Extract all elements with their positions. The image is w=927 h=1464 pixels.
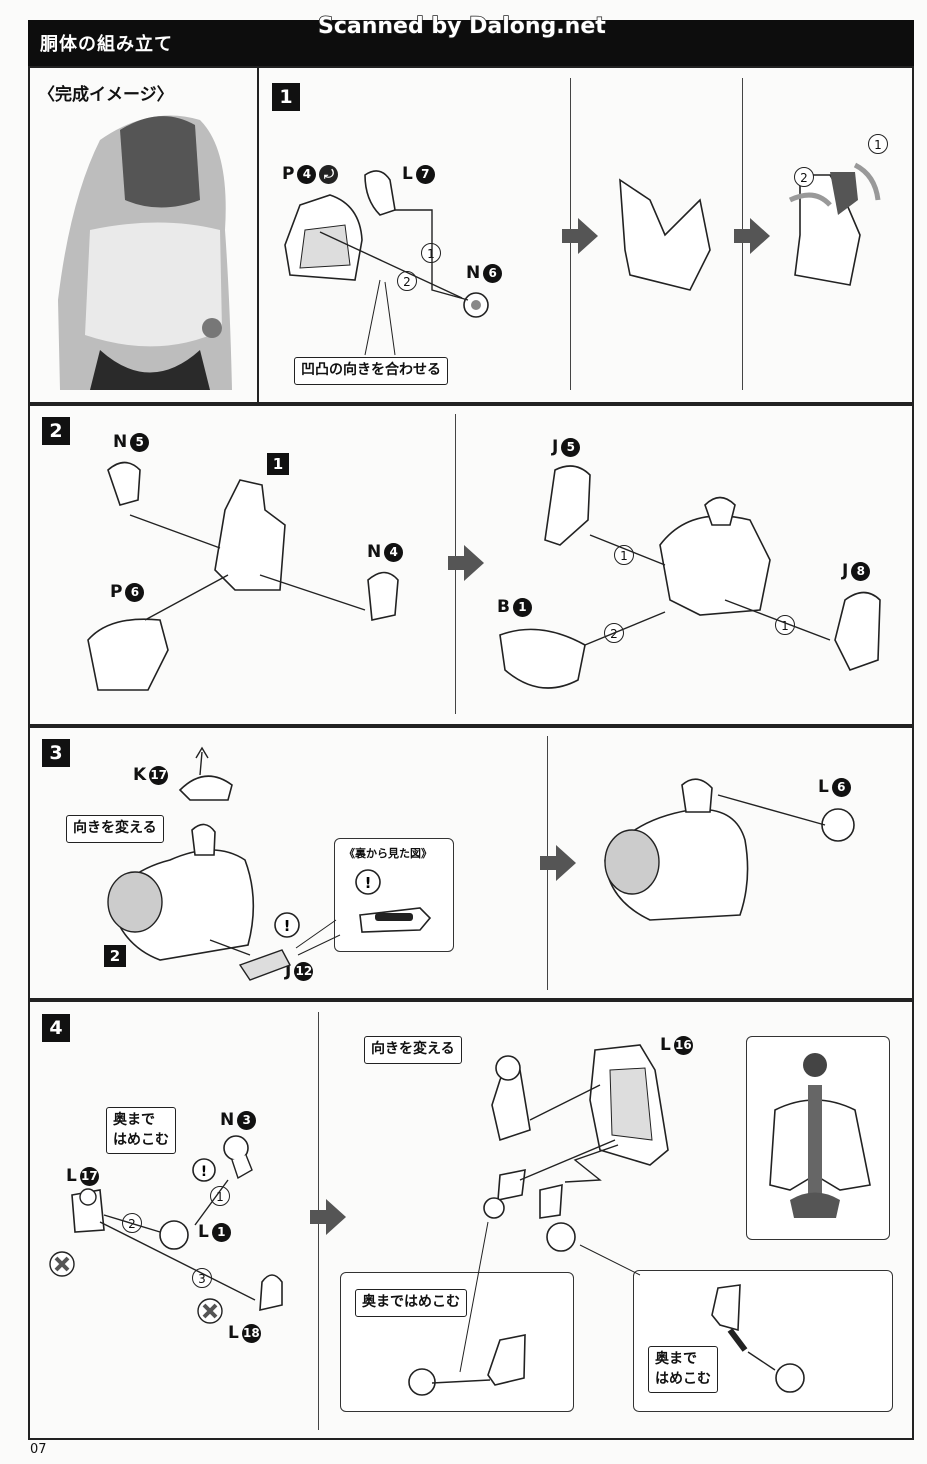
step-number: 4 — [42, 1014, 70, 1042]
change-direction-note: 向きを変える — [66, 815, 164, 843]
push-in-note: 奥まで はめこむ — [648, 1346, 718, 1394]
change-direction-note: 向きを変える — [364, 1036, 462, 1064]
flow-arrow — [464, 545, 484, 581]
flow-arrow — [326, 1199, 346, 1235]
step-ref-badge: 1 — [267, 453, 289, 475]
order-marker: 1 — [421, 243, 441, 263]
step-3-frame — [28, 726, 914, 1000]
flow-arrow — [750, 218, 770, 254]
order-marker: 2 — [794, 167, 814, 187]
flow-arrow — [556, 845, 576, 881]
divider — [257, 66, 259, 404]
flow-arrow — [734, 229, 750, 243]
page-number: 07 — [30, 1442, 47, 1457]
flow-arrow — [540, 856, 556, 870]
step-number: 1 — [272, 83, 300, 111]
order-marker: 2 — [397, 271, 417, 291]
back-view-label: 《裏から見た図》 — [344, 847, 432, 860]
alignment-note: 凹凸の向きを合わせる — [294, 357, 448, 385]
step-1-frame — [28, 66, 914, 404]
step-number: 3 — [42, 739, 70, 767]
order-marker: 1 — [868, 134, 888, 154]
svg-text:!: ! — [284, 917, 291, 935]
section-title: 胴体の組み立て — [40, 34, 173, 55]
back-view-inset — [334, 838, 454, 952]
svg-text:!: ! — [365, 874, 372, 892]
gate-icon: ⤾ — [319, 164, 339, 184]
push-in-note: 奥まではめこむ — [355, 1289, 467, 1317]
flow-arrow — [562, 229, 578, 243]
completed-image-label: 〈完成イメージ〉 — [38, 85, 174, 105]
flow-arrow — [310, 1210, 326, 1224]
section-header-bar — [28, 20, 914, 66]
scan-watermark: Scanned by Dalong.net — [317, 13, 606, 40]
step-ref-badge: 2 — [104, 945, 126, 967]
step-4-frame — [28, 1000, 914, 1440]
order-marker: 1 — [210, 1186, 230, 1206]
step-number: 2 — [42, 417, 70, 445]
svg-text:!: ! — [201, 1164, 207, 1180]
step-2-frame — [28, 404, 914, 726]
push-in-note: 奥まで はめこむ — [106, 1107, 176, 1155]
order-marker: 1 — [775, 615, 795, 635]
flow-arrow — [448, 556, 464, 570]
flow-arrow — [578, 218, 598, 254]
